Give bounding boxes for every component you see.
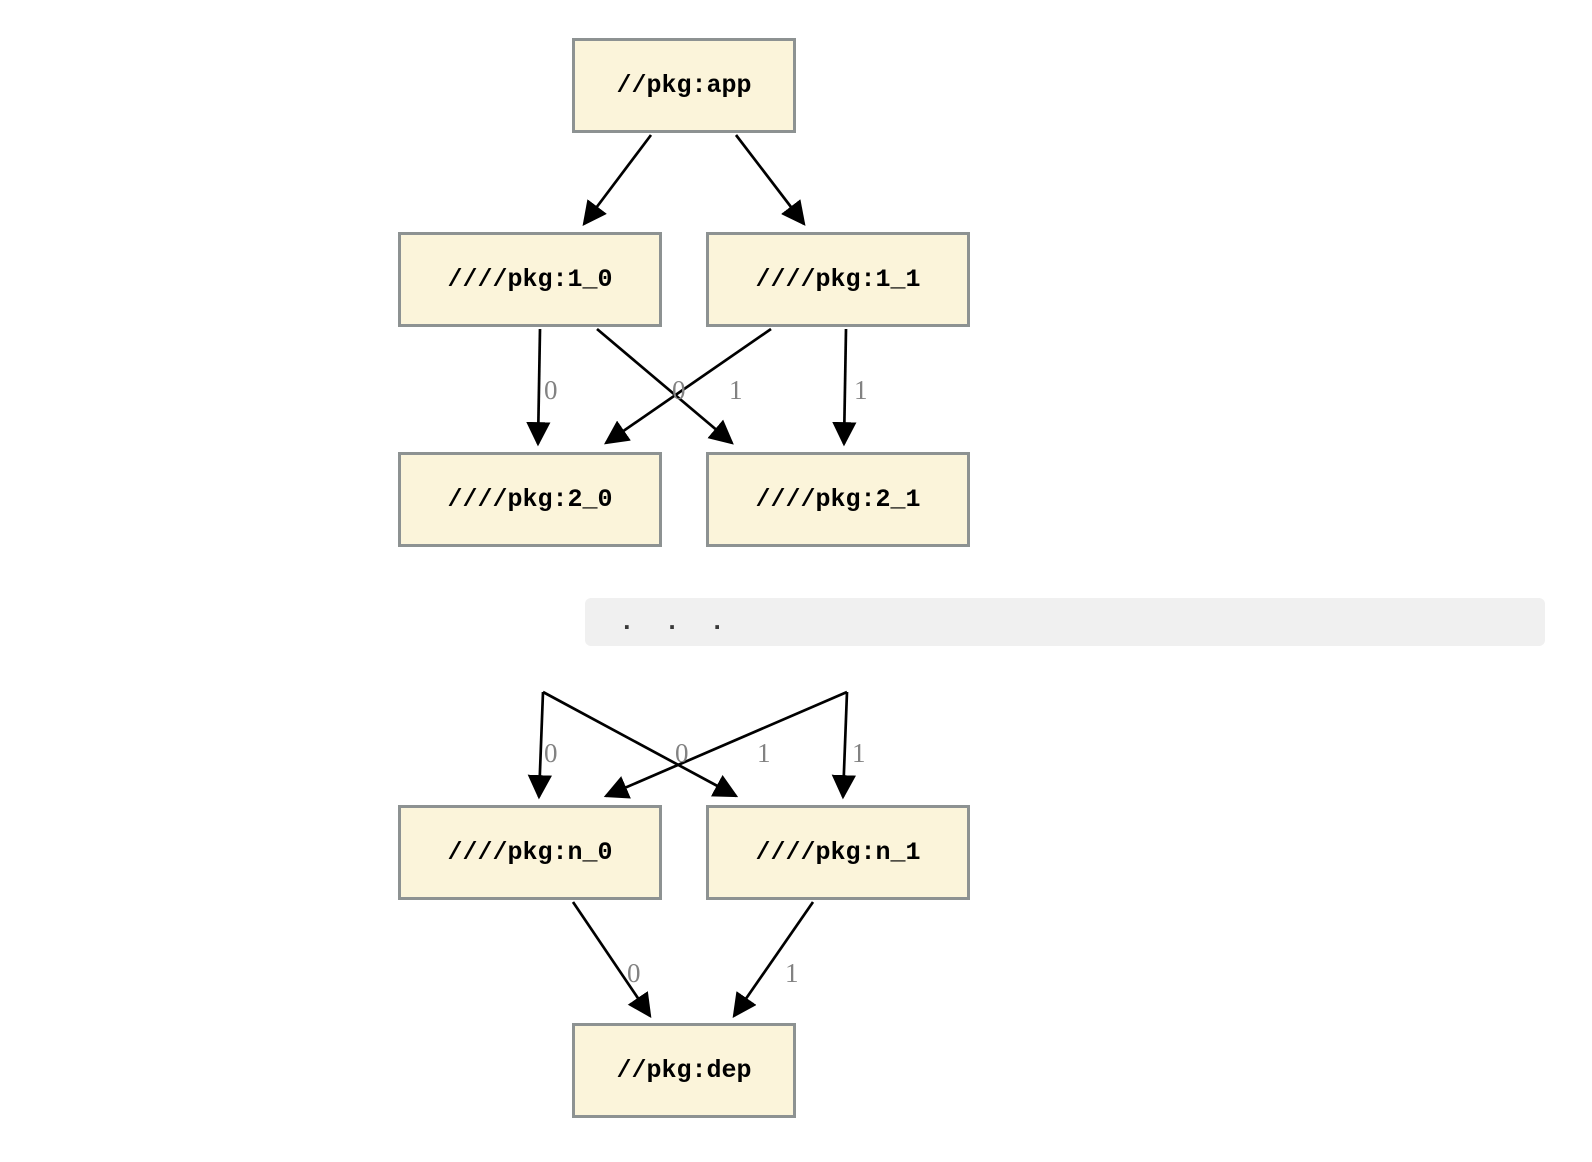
node-pkg-1_0: ////pkg:1_0: [398, 232, 662, 327]
node-label: ////pkg:2_1: [755, 485, 921, 514]
node-pkg-2_0: ////pkg:2_0: [398, 452, 662, 547]
edge-label: 0: [627, 958, 641, 988]
edge-elided-to-n_1-cross: [542, 690, 739, 798]
node-app: //pkg:app: [572, 38, 796, 133]
edge-n_1-to-dep: [732, 901, 815, 1018]
node-label: ////pkg:n_0: [447, 838, 613, 867]
edge-label: 1: [729, 375, 743, 405]
node-dep: //pkg:dep: [572, 1023, 796, 1118]
edge-1_0-to-2_0: [526, 328, 551, 447]
edge-app-to-1_0: [582, 134, 653, 226]
edge-label: 1: [785, 958, 799, 988]
node-pkg-1_1: ////pkg:1_1: [706, 232, 970, 327]
elided-rows-band: . . .: [585, 598, 1545, 646]
node-label: ////pkg:2_0: [447, 485, 613, 514]
node-label: //pkg:app: [616, 71, 752, 100]
edge-1_1-to-2_0: [604, 327, 772, 445]
edge-1_0-to-2_1: [596, 327, 734, 445]
edge-label: 0: [544, 738, 558, 768]
edge-elided-to-n_1-straight: [831, 691, 856, 800]
edge-app-to-1_1: [734, 134, 806, 226]
edge-label: 0: [672, 375, 686, 405]
node-pkg-n_0: ////pkg:n_0: [398, 805, 662, 900]
edge-label: 1: [854, 375, 868, 405]
node-label: ////pkg:1_1: [755, 265, 921, 294]
node-label: ////pkg:1_0: [447, 265, 613, 294]
node-label: //pkg:dep: [616, 1056, 752, 1085]
edge-label: 0: [544, 375, 558, 405]
edge-elided-to-n_0-straight: [527, 691, 552, 800]
edge-label: 1: [757, 738, 771, 768]
edge-1_1-to-2_1: [832, 328, 857, 447]
node-label: ////pkg:n_1: [755, 838, 921, 867]
edge-label: 0: [675, 738, 689, 768]
edge-elided-to-n_0-cross: [603, 690, 848, 799]
node-pkg-2_1: ////pkg:2_1: [706, 452, 970, 547]
edge-label: 1: [852, 738, 866, 768]
edge-n_0-to-dep: [571, 901, 652, 1019]
node-pkg-n_1: ////pkg:n_1: [706, 805, 970, 900]
ellipsis-text: . . .: [619, 607, 726, 637]
